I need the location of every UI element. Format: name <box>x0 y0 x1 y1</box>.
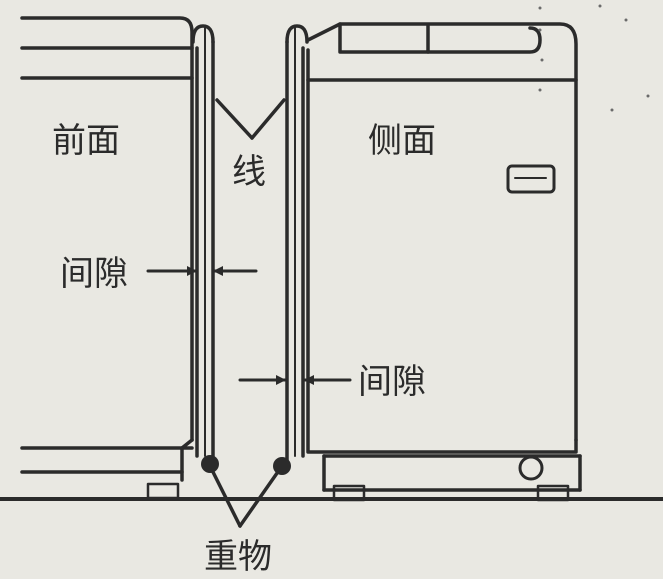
background-speckles <box>538 4 650 112</box>
weight-label-leader <box>208 464 284 528</box>
label-gap-right: 间隙 <box>358 362 426 402</box>
string-right <box>285 24 309 464</box>
label-weight: 重物 <box>204 537 272 577</box>
string-left <box>191 24 215 464</box>
label-gap-left: 间隙 <box>60 254 128 294</box>
side-view-machine <box>306 22 582 502</box>
label-front: 前面 <box>52 121 120 161</box>
label-string: 线 <box>232 152 266 192</box>
weight-bob-left <box>201 455 219 473</box>
label-side: 侧面 <box>368 121 436 161</box>
weight-bob-right <box>273 457 291 475</box>
string-label-leader <box>215 98 286 140</box>
front-view-machine <box>20 16 194 500</box>
